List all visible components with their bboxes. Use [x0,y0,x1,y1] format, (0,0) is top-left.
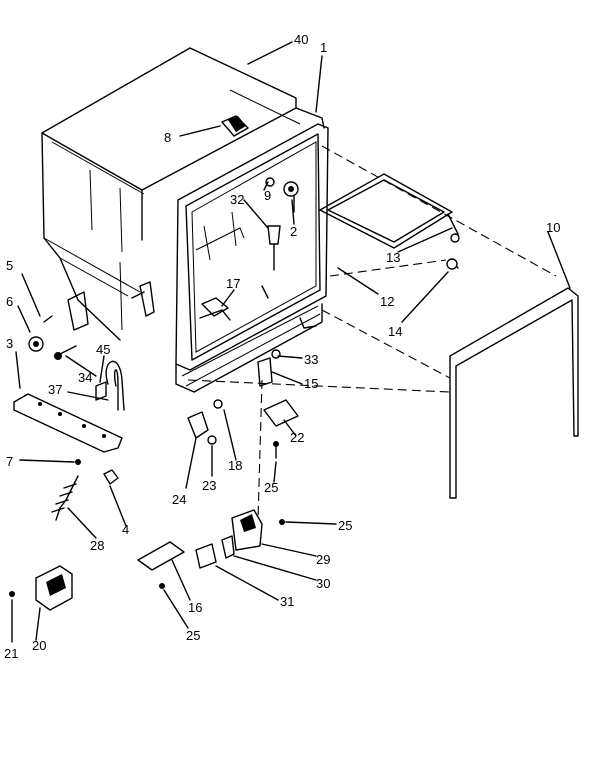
tub-cabinet [41,47,325,341]
callout-33: 33 [304,352,318,367]
tub-front-frame [175,123,329,393]
callout-25-c: 25 [186,628,200,643]
lower-parts [9,315,299,611]
callout-3: 3 [6,336,13,351]
callout-1: 1 [320,40,327,55]
callout-18: 18 [228,458,242,473]
callout-25-a: 25 [264,480,278,495]
gasket-13 [319,173,460,270]
callout-labels: 40 1 8 9 2 32 10 13 12 14 5 6 3 45 34 37… [4,32,560,661]
callout-45: 45 [96,342,110,357]
callout-6: 6 [6,294,13,309]
callout-8: 8 [164,130,171,145]
callout-23: 23 [202,478,216,493]
callout-40: 40 [294,32,308,47]
callout-13: 13 [386,250,400,265]
callout-12: 12 [380,294,394,309]
callout-17: 17 [226,276,240,291]
callout-4: 4 [122,522,129,537]
callout-21: 21 [4,646,18,661]
callout-10: 10 [546,220,560,235]
callout-24: 24 [172,492,186,507]
callout-5: 5 [6,258,13,273]
callout-34: 34 [78,370,92,385]
callout-2: 2 [290,224,297,239]
interior-parts [67,115,299,331]
callout-30: 30 [316,576,330,591]
callout-15: 15 [304,376,318,391]
callout-7: 7 [6,454,13,469]
callout-9: 9 [264,188,271,203]
callout-14: 14 [388,324,402,339]
callout-20: 20 [32,638,46,653]
callout-22: 22 [290,430,304,445]
rail-10 [449,287,579,499]
callout-16: 16 [188,600,202,615]
callout-37: 37 [48,382,62,397]
callout-29: 29 [316,552,330,567]
callout-28: 28 [90,538,104,553]
callout-32: 32 [230,192,244,207]
leader-lines [11,41,571,643]
callout-25-b: 25 [338,518,352,533]
callout-31: 31 [280,594,294,609]
reference-lines [187,145,557,521]
